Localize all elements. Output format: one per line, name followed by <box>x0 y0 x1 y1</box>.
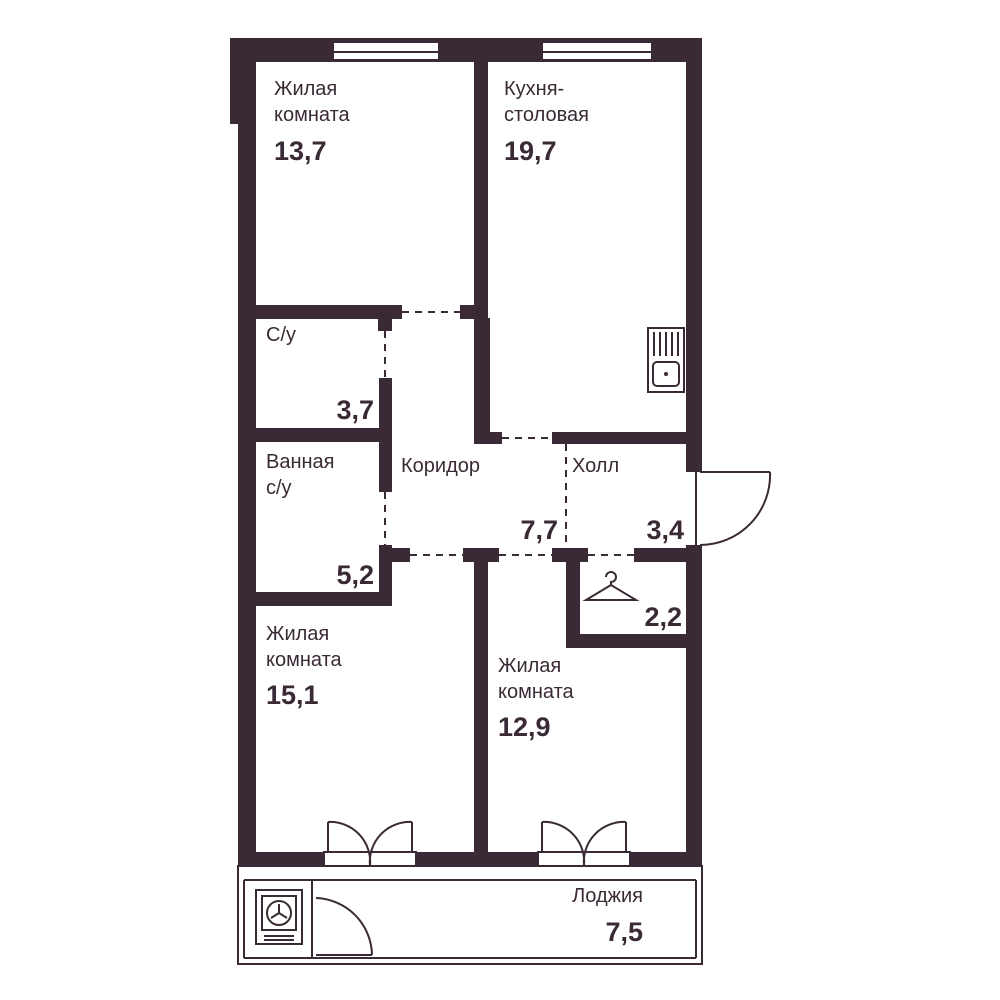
room-area: 12,9 <box>498 712 551 742</box>
ventilation-fan-icon <box>255 889 303 945</box>
room-name: комната <box>274 104 351 126</box>
room-wc: С/у 3,7 <box>266 324 374 425</box>
door-icon <box>695 471 772 547</box>
room-name: Коридор <box>401 455 480 477</box>
balcony-door-icon <box>537 820 631 869</box>
room-living3: Жилая комната 12,9 <box>498 655 575 742</box>
balcony-door-icon <box>323 820 417 869</box>
window-icon <box>332 41 440 61</box>
room-area: 7,5 <box>605 917 643 947</box>
room-name: Кухня- <box>504 78 564 100</box>
room-name: комната <box>266 649 343 671</box>
room-area: 19,7 <box>504 136 557 166</box>
room-kitchen: Кухня- столовая 19,7 <box>504 78 589 166</box>
room-name: Холл <box>572 455 619 477</box>
room-name: столовая <box>504 104 589 126</box>
room-wardrobe: 2,2 <box>644 602 682 632</box>
room-name: С/у <box>266 324 296 346</box>
room-living1: Жилая комната 13,7 <box>274 78 351 166</box>
room-boundaries <box>384 311 634 556</box>
sink-icon <box>647 327 685 393</box>
room-area: 2,2 <box>644 602 682 632</box>
room-area: 13,7 <box>274 136 327 166</box>
room-name: Ванная <box>266 451 335 473</box>
room-name: Жилая <box>266 623 329 645</box>
room-area: 15,1 <box>266 680 319 710</box>
room-area: 7,7 <box>520 515 558 545</box>
room-area: 3,7 <box>336 395 374 425</box>
room-living2: Жилая комната 15,1 <box>266 623 343 710</box>
room-corridor: Коридор 7,7 <box>401 455 558 545</box>
room-bath: Ванная с/у 5,2 <box>266 451 374 590</box>
window-icon <box>541 41 653 61</box>
room-area: 3,4 <box>646 515 684 545</box>
room-name: Лоджия <box>572 885 643 907</box>
room-name: Жилая <box>274 78 337 100</box>
room-hall: Холл 3,4 <box>572 455 684 545</box>
room-area: 5,2 <box>336 560 374 590</box>
hanger-icon <box>582 571 640 601</box>
room-loggia: Лоджия 7,5 <box>572 885 643 947</box>
room-name: комната <box>498 681 575 703</box>
room-name: Жилая <box>498 655 561 677</box>
door-icon <box>315 897 373 956</box>
interior-walls <box>256 62 702 854</box>
room-name: с/у <box>266 477 292 499</box>
loggia-outline <box>237 865 703 965</box>
